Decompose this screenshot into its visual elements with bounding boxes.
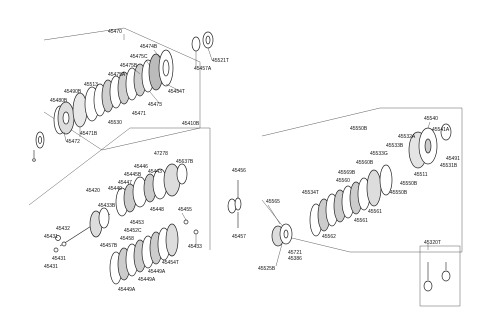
- label-45452C: 45452C: [124, 228, 142, 234]
- label-45540: 45540: [424, 116, 438, 122]
- label-45471B: 45471B: [80, 131, 98, 137]
- label-45445B: 45445B: [124, 172, 142, 178]
- label-45550B-2: 45550B: [400, 181, 418, 187]
- label-45471: 45471: [132, 111, 146, 117]
- label-45440: 45440: [108, 186, 122, 192]
- label-45530: 45530: [108, 120, 122, 126]
- assembly-frames: [28, 27, 463, 307]
- label-45562: 45562: [322, 234, 336, 240]
- label-45431-b: 45431: [52, 256, 66, 262]
- shaft-45420: [59, 207, 111, 247]
- label-45446: 45446: [134, 164, 148, 170]
- label-45473: 45473: [148, 102, 162, 108]
- label-45474B: 45474B: [140, 44, 158, 50]
- label-45448: 45448: [150, 207, 164, 213]
- leader-lines: [63, 34, 431, 267]
- frame-upper-assembly: [43, 27, 201, 151]
- label-45480B: 45480B: [50, 98, 68, 104]
- label-45569B: 45569B: [338, 170, 356, 176]
- label-45457B: 45457B: [100, 243, 118, 249]
- label-47278: 47278: [154, 151, 168, 157]
- label-45532A: 45532A: [398, 134, 416, 140]
- label-45541A: 45541A: [432, 127, 450, 133]
- lower-assembly-parts: [53, 163, 199, 285]
- label-45511: 45511: [414, 172, 428, 178]
- frame-right-assembly: [261, 107, 463, 253]
- label-45453: 45453: [130, 220, 144, 226]
- label-45560: 45560: [336, 178, 350, 184]
- label-45560B: 45560B: [356, 160, 374, 166]
- frame-lower-assembly: [28, 127, 211, 250]
- label-45433B: 45433B: [98, 203, 116, 209]
- label-45721: 45721: [288, 250, 302, 256]
- label-45431: 45431: [44, 234, 58, 240]
- upper-assembly-parts: [32, 31, 214, 162]
- clutch-lower: [109, 223, 179, 285]
- hub-45472: [53, 101, 75, 135]
- label-45561-b: 45561: [354, 218, 368, 224]
- label-45443: 45443: [148, 169, 162, 175]
- label-45475C: 45475C: [130, 54, 148, 60]
- label-45420: 45420: [86, 188, 100, 194]
- label-45475A: 45475A: [108, 72, 126, 78]
- label-45521T: 45521T: [212, 58, 229, 64]
- label-45565: 45565: [266, 199, 280, 205]
- label-45550B-3: 45550B: [390, 190, 408, 196]
- inset-parts: [423, 262, 451, 292]
- label-45491: 45491: [446, 156, 460, 162]
- right-assembly-parts: [271, 123, 452, 247]
- label-45447: 45447: [118, 180, 132, 186]
- label-45431-c: 45431: [44, 264, 58, 270]
- label-45433: 45433: [188, 244, 202, 250]
- label-45432: 45432: [56, 226, 70, 232]
- label-45475B: 45475B: [120, 63, 138, 69]
- part-labels: 45470 45474B 45475C 45475B 45475A 45521T…: [44, 29, 460, 293]
- label-45561: 45561: [368, 209, 382, 215]
- label-45454T-top: 45454T: [168, 89, 185, 95]
- label-45533G: 45533G: [370, 151, 388, 157]
- label-45455: 45455: [178, 207, 192, 213]
- label-45550B-top: 45550B: [350, 126, 368, 132]
- label-45449A-2: 45449A: [138, 277, 156, 283]
- gear-45525B: [271, 223, 293, 247]
- label-45533B: 45533B: [386, 143, 404, 149]
- drum-45540: [408, 123, 452, 169]
- label-45472: 45472: [66, 139, 80, 145]
- label-45458: 45458: [120, 236, 134, 242]
- label-45525B: 45525B: [258, 266, 276, 272]
- middle-parts: [227, 180, 242, 228]
- label-45534T: 45534T: [302, 190, 319, 196]
- label-45449A-3: 45449A: [118, 287, 136, 293]
- label-45386: 45386: [288, 256, 302, 262]
- label-45456: 45456: [232, 168, 246, 174]
- rings-45457A: [191, 31, 214, 52]
- label-45454T-low: 45454T: [162, 260, 179, 266]
- label-45490B: 45490B: [64, 89, 82, 95]
- label-45470: 45470: [108, 29, 122, 35]
- label-45513: 45513: [84, 82, 98, 88]
- planetary-upper: [115, 163, 188, 217]
- frame-inset-box: [419, 245, 461, 307]
- label-45457: 45457: [232, 234, 246, 240]
- clutch-right: [309, 164, 393, 237]
- label-45531B: 45531B: [440, 163, 458, 169]
- drum-stack-upper: [72, 49, 174, 128]
- label-45637B: 45637B: [176, 159, 194, 165]
- label-45410B: 45410B: [182, 121, 200, 127]
- label-45320T: 45320T: [424, 240, 441, 246]
- label-45449A: 45449A: [148, 269, 166, 275]
- label-45457A: 45457A: [194, 66, 212, 72]
